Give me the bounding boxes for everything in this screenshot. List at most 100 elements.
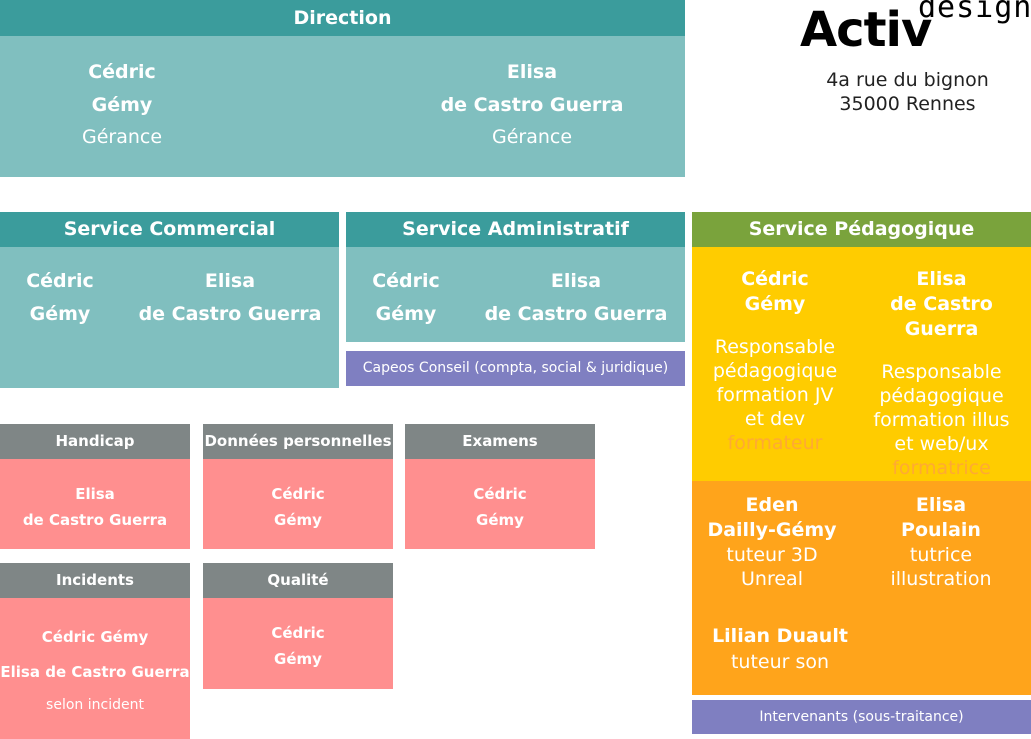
donnees-people: Cédric Gémy <box>203 481 393 533</box>
role-line: pédagogique <box>879 385 1004 407</box>
person-line: Cédric <box>271 624 325 642</box>
incidents-body: Cédric Gémy Elisa de Castro Guerra selon… <box>0 598 190 739</box>
person-role: Gérance <box>491 126 573 148</box>
person-first-name: Elisa <box>506 61 558 83</box>
person-first-name: Cédric <box>88 61 156 83</box>
logo-sub: design <box>918 0 1031 25</box>
administratif-person-1: Cédric Gémy <box>346 265 466 331</box>
role-line: pédagogique <box>712 360 838 382</box>
role-line: tuteur 3D <box>726 544 818 566</box>
commercial-person-2: Elisa de Castro Guerra <box>128 265 332 331</box>
pedagogique-tutor-1: Eden Dailly-Gémy tuteur 3D Unreal <box>698 493 846 591</box>
administratif-body: Cédric Gémy Elisa de Castro Guerra <box>346 247 685 342</box>
person-line: Cédric <box>271 485 325 503</box>
person-last-name: Gémy <box>91 94 153 116</box>
commercial-title: Service Commercial <box>63 218 276 240</box>
pedagogique-tutor-2: Elisa Poulain tutrice illustration <box>864 493 1018 591</box>
direction-person-2: Elisa de Castro Guerra Gérance <box>412 56 652 152</box>
pedagogique-external: Intervenants (sous-traitance) <box>692 700 1031 734</box>
role-line: tuteur son <box>730 651 830 673</box>
role-line: tutrice <box>909 544 973 566</box>
handicap-people: Elisa de Castro Guerra <box>0 481 190 533</box>
incidents-title: Incidents <box>56 571 134 589</box>
direction-body: Cédric Gémy Gérance Elisa de Castro Guer… <box>0 36 685 177</box>
person-last-name: Dailly-Gémy <box>707 519 837 541</box>
pedagogique-lead-2: Elisa de Castro Guerra Responsable pédag… <box>852 267 1031 480</box>
person-first-name: Elisa <box>916 268 967 290</box>
administratif-header: Service Administratif <box>346 212 685 247</box>
pedagogique-header: Service Pédagogique <box>692 212 1031 247</box>
person-role: Gérance <box>81 126 163 148</box>
qualite-header: Qualité <box>203 563 393 598</box>
address-line2: 35000 Rennes <box>839 93 976 115</box>
role-line: formation JV <box>716 384 834 406</box>
examens-title: Examens <box>462 432 538 450</box>
pedagogique-lead-1: Cédric Gémy Responsable pédagogique form… <box>698 267 852 455</box>
person-first-name: Eden <box>745 494 799 516</box>
person-line: Elisa <box>75 485 115 503</box>
person-line: Cédric Gémy <box>41 628 149 646</box>
commercial-header: Service Commercial <box>0 212 339 247</box>
address: 4a rue du bignon 35000 Rennes <box>790 68 1025 116</box>
person-first-name: Elisa <box>915 494 967 516</box>
person-first-name: Cédric <box>741 268 809 290</box>
role-line: illustration <box>890 568 992 590</box>
administratif-title: Service Administratif <box>402 218 629 240</box>
person-last-name: Gémy <box>29 303 91 325</box>
address-line1: 4a rue du bignon <box>826 69 989 91</box>
person-first-name: Elisa <box>204 270 256 292</box>
incidents-header: Incidents <box>0 563 190 598</box>
incidents-note: selon incident <box>46 697 144 713</box>
person-name: Lilian Duault <box>712 625 848 647</box>
pedagogique-title: Service Pédagogique <box>748 218 975 240</box>
administratif-person-2: Elisa de Castro Guerra <box>474 265 678 331</box>
donnees-title: Données personnelles <box>204 432 392 450</box>
role-line: Responsable <box>714 336 836 358</box>
person-first-name: Elisa <box>550 270 602 292</box>
direction-person-1: Cédric Gémy Gérance <box>22 56 222 152</box>
person-line: Gémy <box>274 650 322 668</box>
sub-role: formatrice <box>892 457 991 479</box>
logo-main: Activ <box>800 2 932 58</box>
handicap-body: Elisa de Castro Guerra <box>0 459 190 549</box>
person-line: Gémy <box>274 511 322 529</box>
external-label: Capeos Conseil (compta, social & juridiq… <box>362 360 669 376</box>
qualite-body: Cédric Gémy <box>203 598 393 689</box>
person-last-name: Poulain <box>901 519 981 541</box>
role-line: et dev <box>744 408 806 430</box>
person-last-name: de Castro Guerra <box>890 293 993 340</box>
qualite-people: Cédric Gémy <box>203 620 393 672</box>
person-last-name: Gémy <box>375 303 437 325</box>
person-last-name: de Castro Guerra <box>138 303 322 325</box>
role-line: formation illus <box>873 409 1010 431</box>
person-last-name: de Castro Guerra <box>440 94 624 116</box>
person-first-name: Cédric <box>26 270 94 292</box>
handicap-title: Handicap <box>55 432 135 450</box>
direction-title: Direction <box>293 7 392 29</box>
role-line: Responsable <box>881 361 1002 383</box>
person-line: Cédric <box>473 485 527 503</box>
examens-body: Cédric Gémy <box>405 459 595 549</box>
donnees-body: Cédric Gémy <box>203 459 393 549</box>
examens-header: Examens <box>405 424 595 459</box>
person-line: de Castro Guerra <box>22 511 168 529</box>
commercial-body: Cédric Gémy Elisa de Castro Guerra <box>0 247 339 388</box>
qualite-title: Qualité <box>267 571 329 589</box>
pedagogique-leads: Cédric Gémy Responsable pédagogique form… <box>692 247 1031 481</box>
direction-header: Direction <box>0 0 685 36</box>
person-line: Elisa de Castro Guerra <box>0 663 190 681</box>
role-line: Unreal <box>741 568 803 590</box>
handicap-header: Handicap <box>0 424 190 459</box>
sub-role: formateur <box>727 432 823 454</box>
examens-people: Cédric Gémy <box>405 481 595 533</box>
person-last-name: Gémy <box>744 293 806 315</box>
pedagogique-tutor-3: Lilian Duault tuteur son <box>702 623 858 675</box>
administratif-external: Capeos Conseil (compta, social & juridiq… <box>346 351 685 386</box>
commercial-person-1: Cédric Gémy <box>0 265 120 331</box>
donnees-header: Données personnelles <box>203 424 393 459</box>
external-label: Intervenants (sous-traitance) <box>759 709 964 725</box>
incidents-people: Cédric Gémy Elisa de Castro Guerra selon… <box>0 620 190 720</box>
person-last-name: de Castro Guerra <box>484 303 668 325</box>
logo: Activ design <box>800 0 1031 60</box>
pedagogique-tutors: Eden Dailly-Gémy tuteur 3D Unreal Elisa … <box>692 481 1031 695</box>
